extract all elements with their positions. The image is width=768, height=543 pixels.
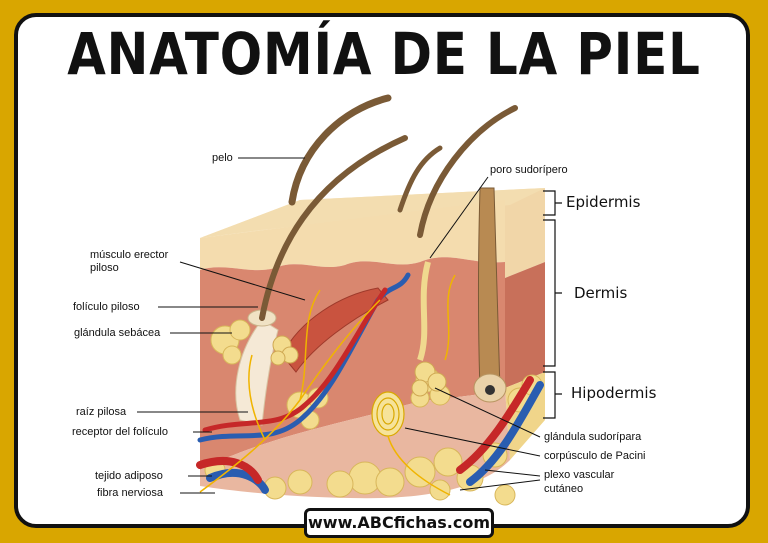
label-glandula-sudoripara: glándula sudorípara [544, 431, 642, 443]
label-tejido-adiposo: tejido adiposo [95, 470, 163, 482]
layer-epidermis: Epidermis [566, 193, 641, 211]
leader-lines [137, 157, 541, 494]
label-fibra-nerviosa: fibra nerviosa [97, 487, 164, 499]
label-glandula-sebacea: glándula sebácea [74, 327, 161, 339]
right-hair-follicle [473, 187, 507, 403]
layer-dermis: Dermis [574, 284, 628, 302]
sweat-gland-coil [411, 361, 447, 397]
pacinian-corpuscle [371, 391, 405, 437]
label-poro-sudoriparo: poro sudorípero [490, 164, 568, 176]
layer-brackets [543, 190, 562, 419]
epidermis-front [200, 200, 505, 271]
label-cutaneo: cutáneo [544, 483, 584, 495]
sweat-duct [417, 261, 431, 361]
label-receptor-foliculo: receptor del folículo [72, 426, 168, 438]
footer-url[interactable]: www.ABCfichas.com [304, 508, 494, 538]
hairs [259, 94, 518, 321]
layer-hipodermis: Hipodermis [571, 384, 657, 402]
label-musculo-erector: músculo erector [90, 249, 169, 261]
page-title: ANATOMÍA DE LA PIEL [67, 20, 701, 88]
label-pelo: pelo [212, 152, 233, 164]
label-plexo-vascular: plexo vascular [544, 469, 615, 481]
nerve-fibers [199, 274, 456, 496]
label-raiz-pilosa: raíz pilosa [76, 406, 127, 418]
label-corpusculo-pacini: corpúsculo de Pacini [544, 450, 646, 462]
label-foliculo-piloso: folículo piloso [73, 301, 140, 313]
dermis-front [200, 257, 505, 470]
label-piloso: piloso [90, 262, 119, 274]
sebaceous-gland [270, 335, 299, 366]
